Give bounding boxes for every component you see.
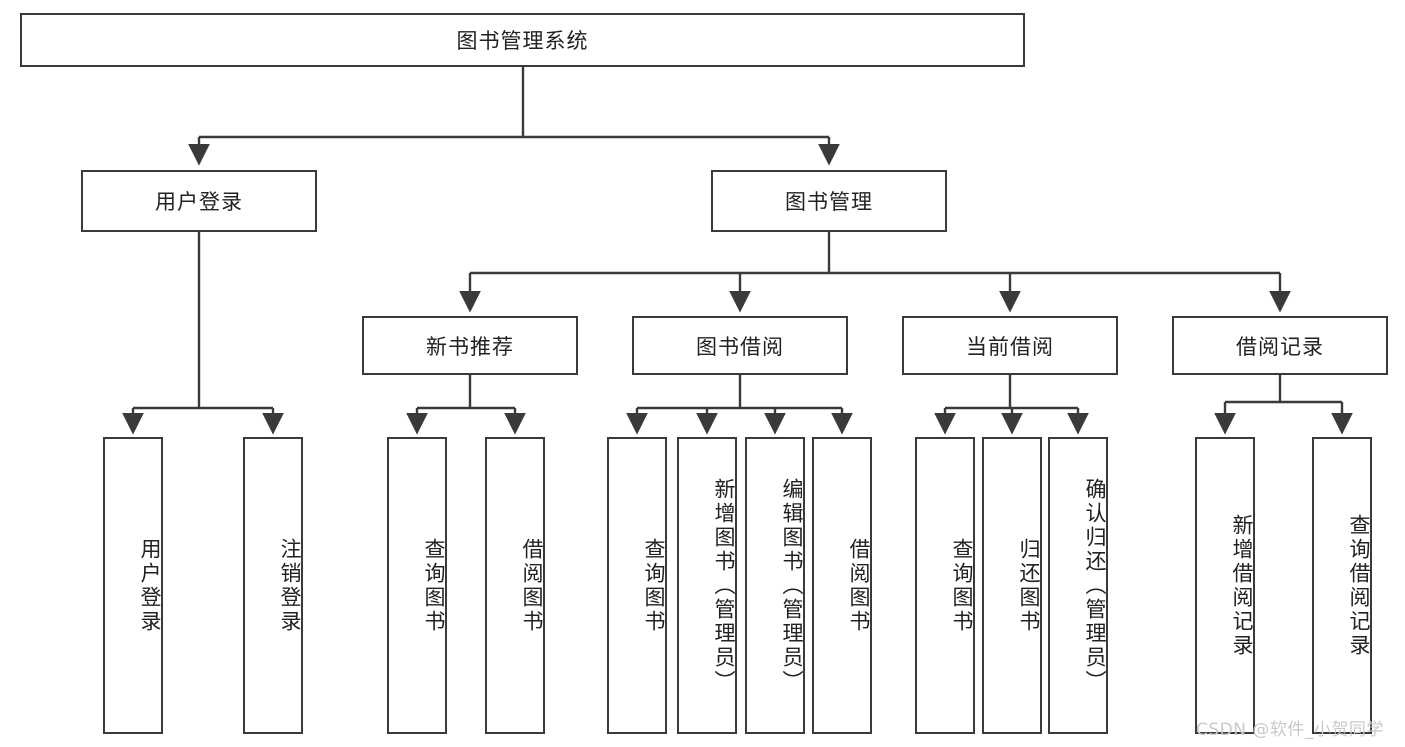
leaf-recommend-query-book[interactable]: 查询图书: [387, 437, 447, 734]
leaf-user-login-logout[interactable]: 注销登录: [243, 437, 303, 734]
node-label: 用户登录: [138, 537, 162, 634]
node-label: 查询图书: [950, 537, 974, 634]
node-label: 图书借阅: [696, 334, 784, 359]
node-label: 当前借阅: [966, 334, 1054, 359]
node-borrow-record[interactable]: 借阅记录: [1172, 316, 1388, 375]
node-label: 查询图书: [642, 537, 666, 634]
node-book-management[interactable]: 图书管理: [711, 170, 947, 232]
node-label: 新书推荐: [426, 334, 514, 359]
leaf-current-confirm-return[interactable]: 确认归还（管理员）: [1048, 437, 1108, 734]
leaf-record-query-record[interactable]: 查询借阅记录: [1312, 437, 1372, 734]
node-label: 图书管理系统: [456, 29, 589, 53]
leaf-current-return-book[interactable]: 归还图书: [982, 437, 1042, 734]
node-label: 编辑图书（管理员）: [780, 477, 804, 694]
node-book-borrow[interactable]: 图书借阅: [632, 316, 848, 375]
node-label: 借阅记录: [1236, 334, 1324, 359]
node-user-login[interactable]: 用户登录: [81, 170, 317, 232]
node-label: 图书管理: [785, 190, 873, 214]
node-new-book-recommend[interactable]: 新书推荐: [362, 316, 578, 375]
leaf-borrow-borrow-book[interactable]: 借阅图书: [812, 437, 872, 734]
leaf-borrow-query-book[interactable]: 查询图书: [607, 437, 667, 734]
node-label: 新增借阅记录: [1230, 513, 1254, 658]
node-label: 借阅图书: [847, 537, 871, 634]
leaf-borrow-edit-book[interactable]: 编辑图书（管理员）: [745, 437, 805, 734]
node-label: 借阅图书: [520, 537, 544, 634]
leaf-record-add-record[interactable]: 新增借阅记录: [1195, 437, 1255, 734]
node-label: 查询借阅记录: [1347, 513, 1371, 658]
leaf-current-query-book[interactable]: 查询图书: [915, 437, 975, 734]
node-label: 用户登录: [155, 190, 243, 214]
node-label: 查询图书: [422, 537, 446, 634]
node-label: 归还图书: [1017, 537, 1041, 634]
node-label: 确认归还（管理员）: [1083, 477, 1107, 694]
node-root-system[interactable]: 图书管理系统: [20, 13, 1025, 67]
node-label: 注销登录: [278, 537, 302, 634]
leaf-user-login-login[interactable]: 用户登录: [103, 437, 163, 734]
watermark: CSDN @软件_小贺同学: [1196, 720, 1384, 740]
node-label: 新增图书（管理员）: [712, 477, 736, 694]
leaf-recommend-borrow-book[interactable]: 借阅图书: [485, 437, 545, 734]
leaf-borrow-add-book[interactable]: 新增图书（管理员）: [677, 437, 737, 734]
node-current-borrow[interactable]: 当前借阅: [902, 316, 1118, 375]
